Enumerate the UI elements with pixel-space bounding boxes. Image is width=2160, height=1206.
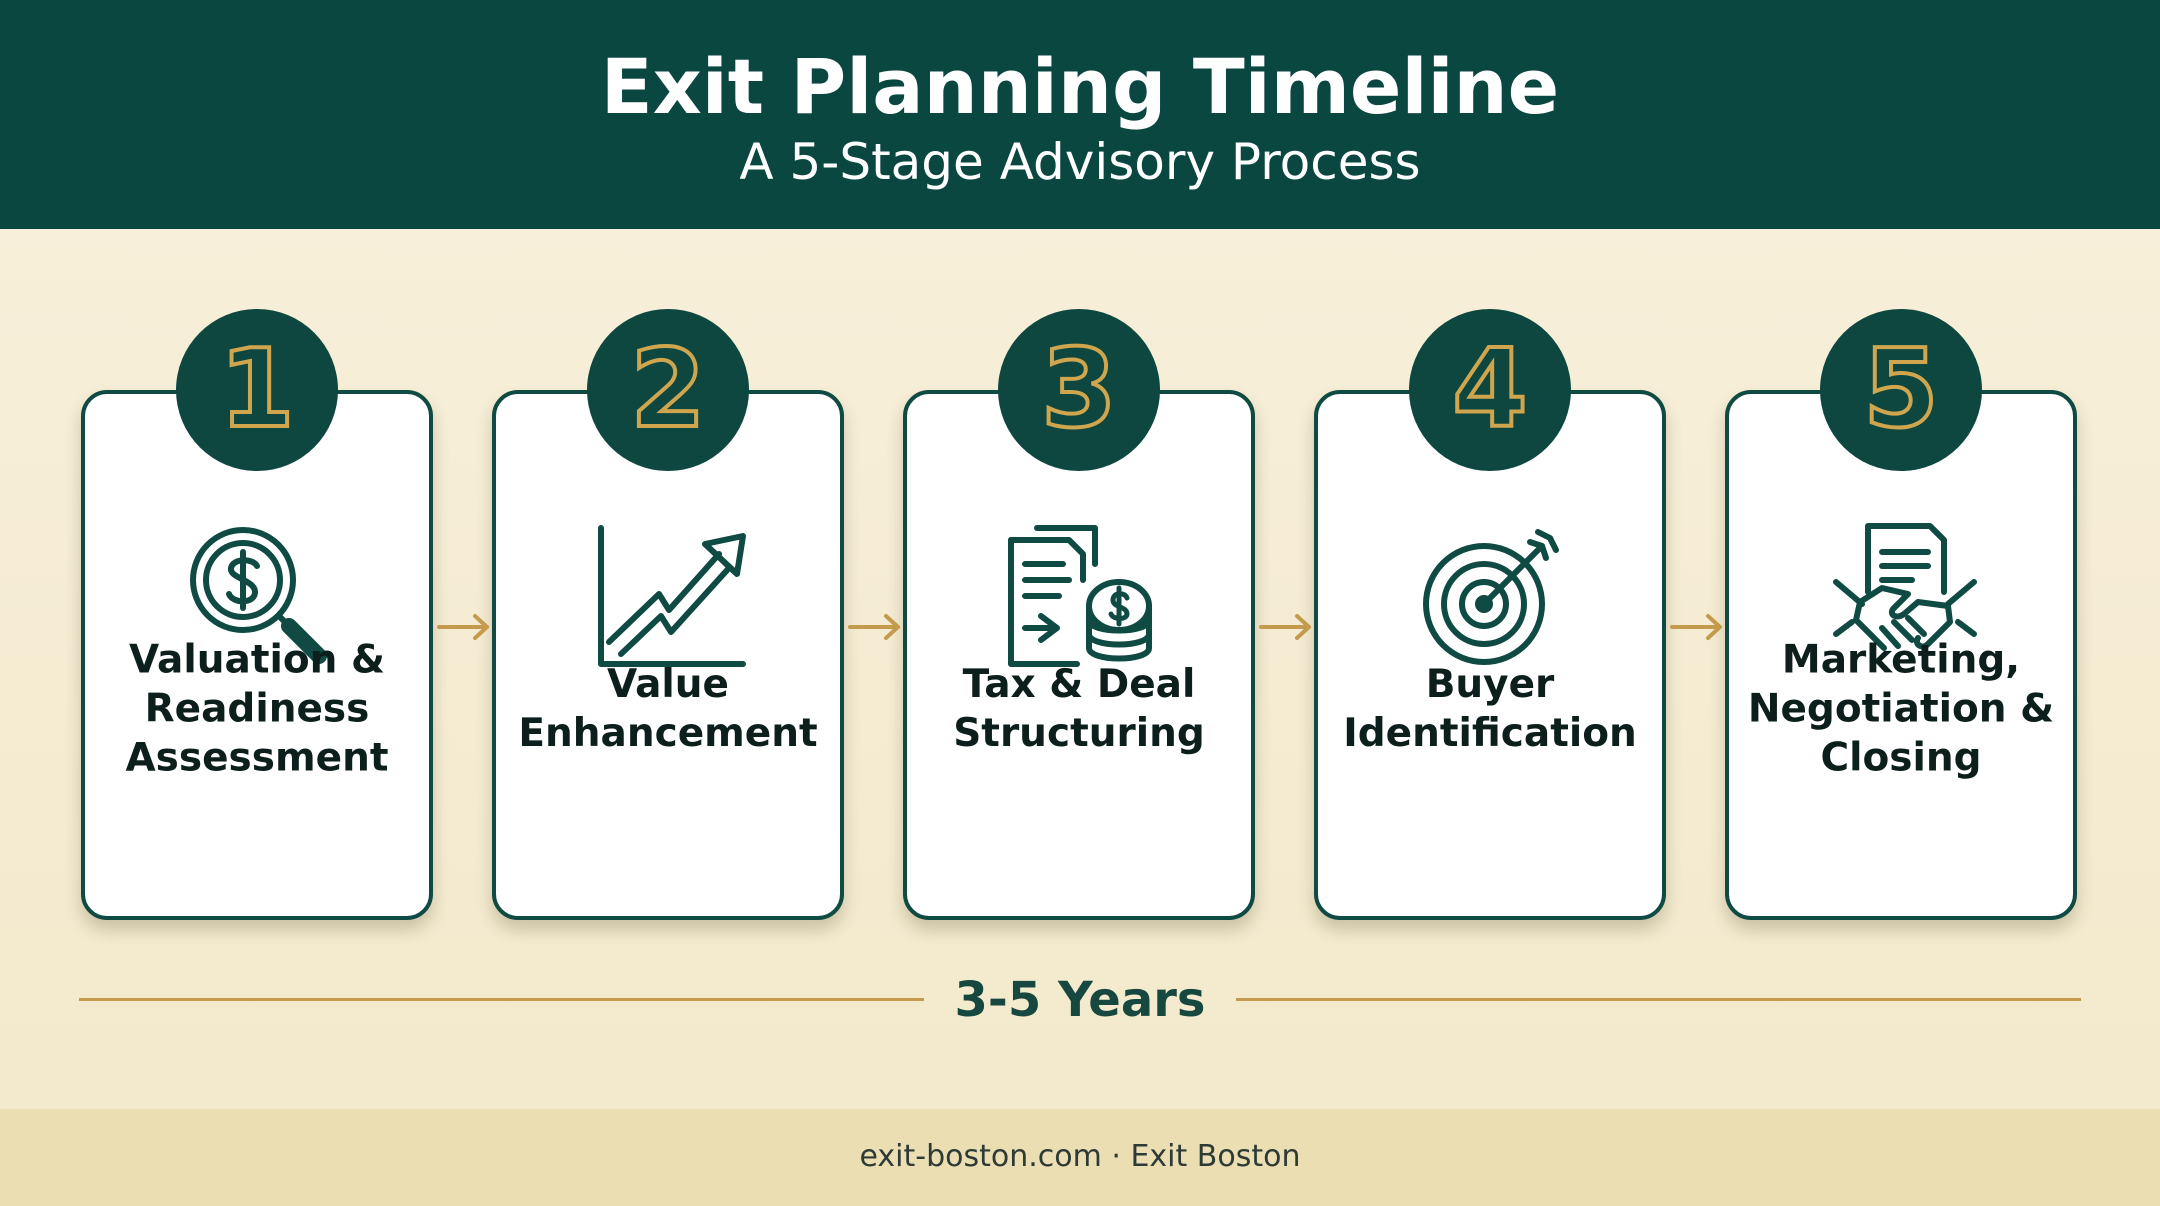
stage-label-4: Buyer Identification	[1343, 662, 1637, 756]
stage-number-4: 4	[1450, 327, 1529, 452]
arrow-right-icon	[437, 614, 489, 640]
growth-chart-icon	[597, 524, 747, 669]
stage-badge-4: 4	[1409, 309, 1571, 471]
page-subtitle: A 5-Stage Advisory Process	[739, 133, 1421, 191]
arrow-right-icon	[1259, 614, 1311, 640]
stage-number-3: 3	[1039, 327, 1118, 452]
footer-bar: exit-boston.com · Exit Boston	[0, 1109, 2160, 1206]
timeline-line-right	[1236, 998, 2081, 1001]
header-banner: Exit Planning Timeline A 5-Stage Advisor…	[0, 0, 2160, 229]
stage-number-1: 1	[217, 327, 296, 452]
target-arrow-icon	[1422, 522, 1567, 667]
stage-card-4: Buyer Identification	[1314, 390, 1666, 920]
stage-card-3: Tax & Deal Structuring	[903, 390, 1255, 920]
page-title: Exit Planning Timeline	[600, 42, 1560, 131]
stage-card-5: Marketing, Negotiation & Closing	[1725, 390, 2077, 920]
stage-badge-1: 1	[176, 309, 338, 471]
document-coins-icon	[1007, 524, 1157, 669]
stage-badge-5: 5	[1820, 309, 1982, 471]
stage-number-2: 2	[628, 327, 707, 452]
stage-label-1: Valuation & Readiness Assessment	[125, 637, 389, 781]
stage-card-1: Valuation & Readiness Assessment	[81, 390, 433, 920]
arrow-right-icon	[848, 614, 900, 640]
stage-label-3: Tax & Deal Structuring	[953, 662, 1205, 756]
stage-badge-2: 2	[587, 309, 749, 471]
timeline-line-left	[79, 998, 924, 1001]
handshake-document-icon	[1832, 522, 1978, 668]
stage-number-5: 5	[1861, 327, 1940, 452]
arrow-right-icon	[1670, 614, 1722, 640]
stage-label-5: Marketing, Negotiation & Closing	[1747, 637, 2055, 781]
footer-text: exit-boston.com · Exit Boston	[859, 1139, 1301, 1174]
magnifier-dollar-icon	[185, 522, 335, 672]
timeline-label: 3-5 Years	[954, 972, 1206, 1028]
stage-label-2: Value Enhancement	[518, 662, 818, 756]
stage-badge-3: 3	[998, 309, 1160, 471]
